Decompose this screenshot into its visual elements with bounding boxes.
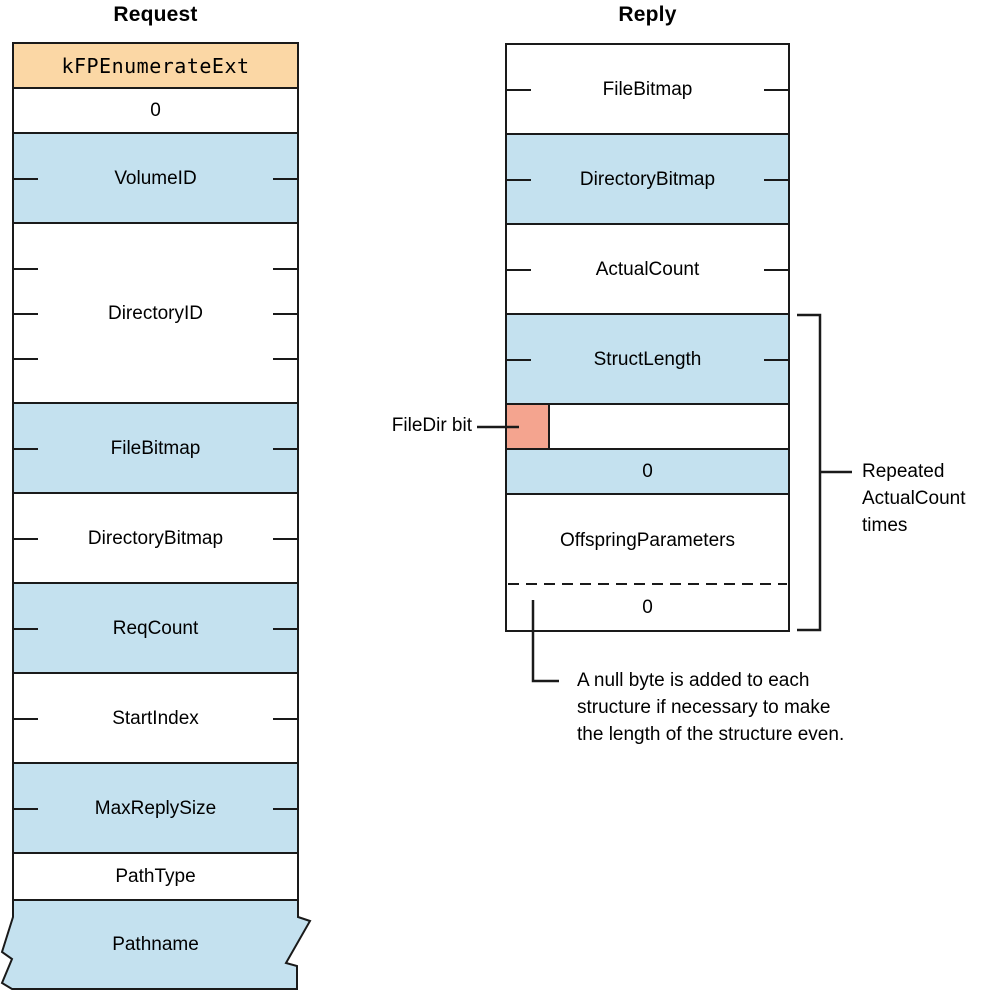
field-label: kFPEnumerateExt bbox=[61, 53, 250, 78]
word-boundary-tick bbox=[764, 269, 788, 271]
word-boundary-tick bbox=[507, 359, 531, 361]
field-label: DirectoryBitmap bbox=[87, 527, 224, 549]
word-boundary-tick bbox=[764, 89, 788, 91]
field-label: ReqCount bbox=[112, 617, 199, 639]
word-boundary-tick bbox=[764, 179, 788, 181]
request-field-filebitmap: FileBitmap bbox=[14, 404, 297, 494]
repeat-label-line: ActualCount bbox=[862, 488, 966, 509]
word-boundary-tick bbox=[764, 359, 788, 361]
field-label: ActualCount bbox=[595, 258, 700, 280]
field-label: 0 bbox=[150, 100, 161, 121]
request-field-0: 0 bbox=[14, 89, 297, 134]
reply-field-offspringparameters: OffspringParameters bbox=[507, 495, 788, 585]
null-byte-note-line: structure if necessary to make bbox=[577, 697, 831, 718]
word-boundary-tick bbox=[273, 358, 297, 360]
field-label: DirectoryID bbox=[107, 302, 203, 324]
word-boundary-tick bbox=[14, 628, 38, 630]
word-boundary-tick bbox=[273, 628, 297, 630]
word-boundary-tick bbox=[14, 808, 38, 810]
request-field-directoryid: DirectoryID bbox=[14, 224, 297, 404]
field-label: OffspringParameters bbox=[560, 529, 735, 551]
request-field-startindex: StartIndex bbox=[14, 674, 297, 764]
field-label: VolumeID bbox=[114, 167, 197, 189]
word-boundary-tick bbox=[14, 178, 38, 180]
word-boundary-tick bbox=[507, 179, 531, 181]
reply-field-directorybitmap: DirectoryBitmap bbox=[507, 135, 788, 225]
reply-column-title: Reply bbox=[618, 3, 677, 26]
word-boundary-tick bbox=[273, 808, 297, 810]
request-column-title: Request bbox=[113, 3, 198, 26]
reply-field-structlength: StructLength bbox=[507, 315, 788, 405]
word-boundary-tick bbox=[273, 448, 297, 450]
reply-field-filedir-bit-row bbox=[507, 405, 788, 450]
reply-field-filebitmap: FileBitmap bbox=[507, 45, 788, 135]
word-boundary-tick bbox=[273, 538, 297, 540]
field-label: PathType bbox=[115, 866, 196, 887]
field-label: MaxReplySize bbox=[94, 797, 217, 819]
request-field-directorybitmap: DirectoryBitmap bbox=[14, 494, 297, 584]
request-field-volumeid: VolumeID bbox=[14, 134, 297, 224]
word-boundary-tick bbox=[14, 718, 38, 720]
repeat-label-line: Repeated bbox=[862, 461, 945, 482]
field-label: FileBitmap bbox=[110, 437, 201, 459]
reply-field-actualcount: ActualCount bbox=[507, 225, 788, 315]
request-field-kfpenumerateext: kFPEnumerateExt bbox=[14, 44, 297, 89]
filedir-bit-cell bbox=[507, 405, 550, 448]
repeat-bracket bbox=[797, 313, 852, 632]
word-boundary-tick bbox=[273, 718, 297, 720]
pathname-field-label: Pathname bbox=[112, 934, 199, 955]
word-boundary-tick bbox=[14, 448, 38, 450]
word-boundary-tick bbox=[273, 178, 297, 180]
field-label: StartIndex bbox=[112, 707, 199, 729]
word-boundary-tick bbox=[507, 89, 531, 91]
field-label: FileBitmap bbox=[602, 78, 693, 100]
word-boundary-tick bbox=[273, 268, 297, 270]
field-label: DirectoryBitmap bbox=[579, 168, 716, 190]
word-boundary-tick bbox=[273, 313, 297, 315]
word-boundary-tick bbox=[14, 313, 38, 315]
field-label: 0 bbox=[642, 461, 653, 482]
request-field-reqcount: ReqCount bbox=[14, 584, 297, 674]
request-field-pathtype: PathType bbox=[14, 854, 297, 899]
filedir-bit-label: FileDir bit bbox=[391, 415, 472, 436]
field-label: StructLength bbox=[593, 348, 702, 370]
repeat-label-line: times bbox=[862, 515, 908, 536]
word-boundary-tick bbox=[507, 269, 531, 271]
word-boundary-tick bbox=[14, 538, 38, 540]
repeated-actualcount-label: Repeated ActualCount times bbox=[862, 458, 966, 539]
field-label: 0 bbox=[642, 597, 653, 618]
word-boundary-tick bbox=[14, 268, 38, 270]
null-byte-note-line: the length of the structure even. bbox=[577, 724, 845, 745]
word-boundary-tick bbox=[14, 358, 38, 360]
null-byte-note: A null byte is added to each structure i… bbox=[577, 667, 844, 748]
null-byte-note-line: A null byte is added to each bbox=[577, 670, 810, 691]
request-field-maxreplysize: MaxReplySize bbox=[14, 764, 297, 854]
reply-field-0: 0 bbox=[507, 585, 788, 630]
reply-field-0: 0 bbox=[507, 450, 788, 495]
